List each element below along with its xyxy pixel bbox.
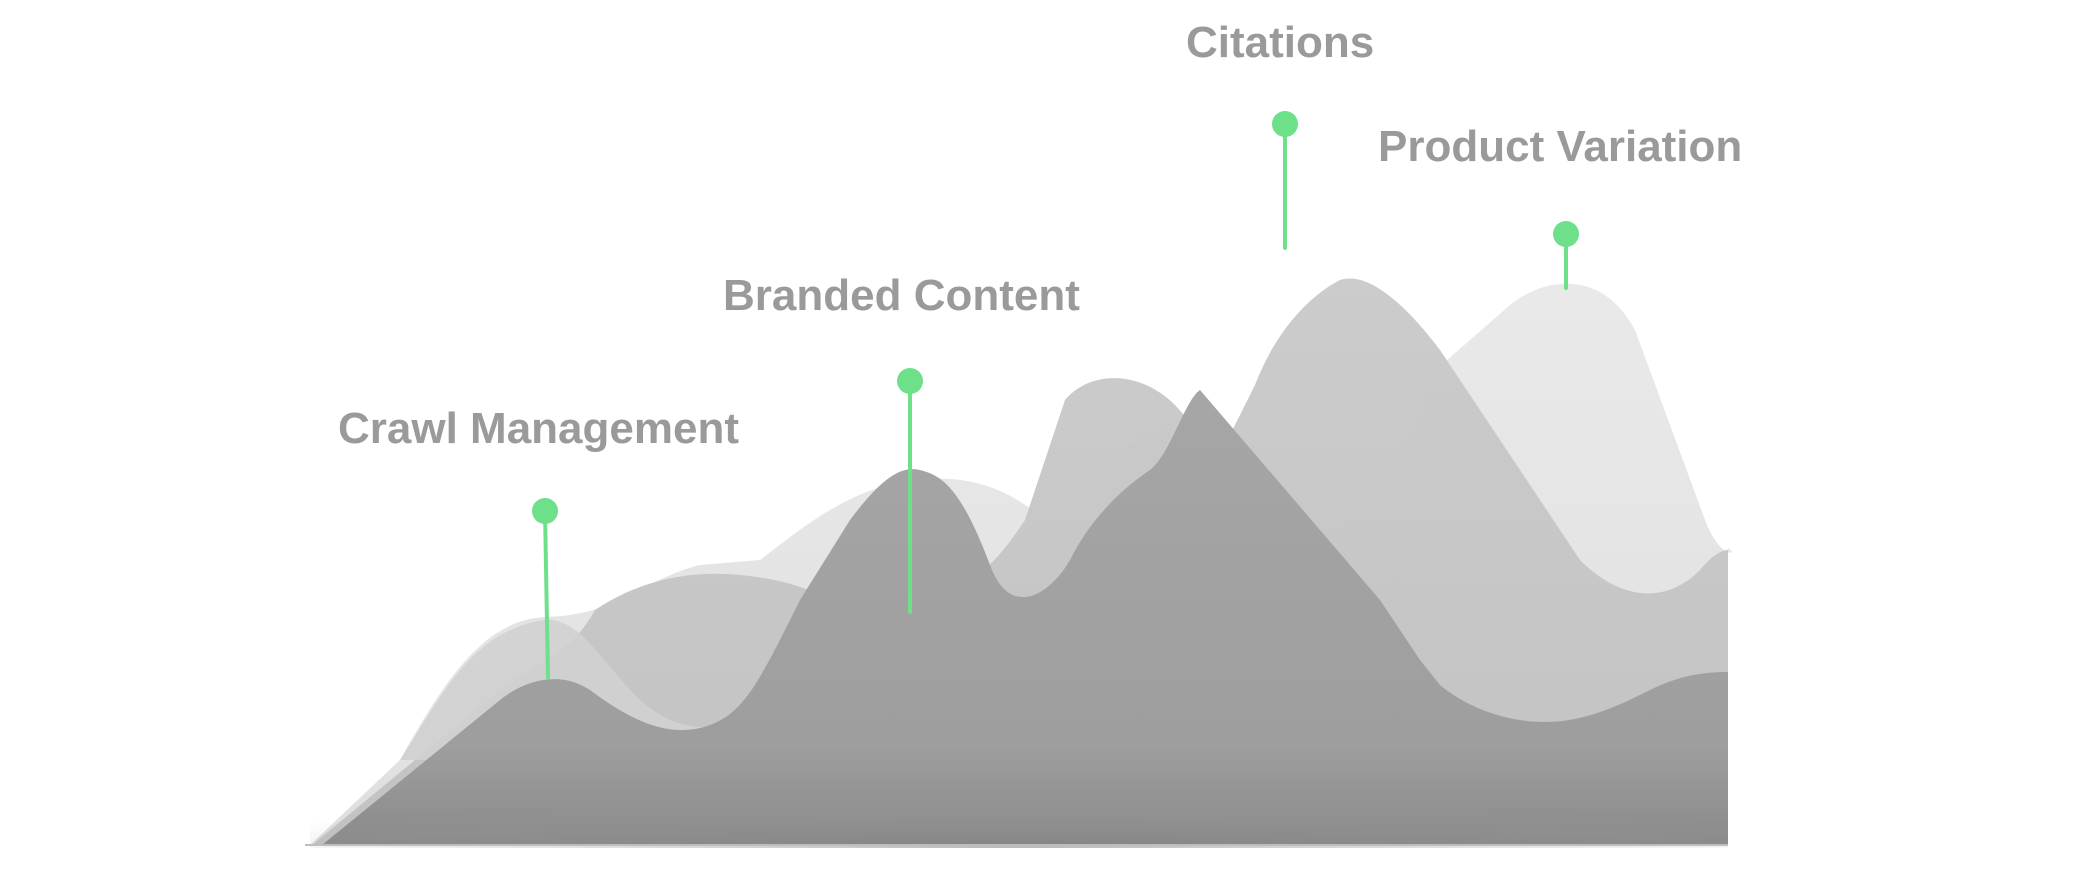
marker-dot	[1553, 221, 1579, 247]
marker-dot	[1272, 111, 1298, 137]
marker-branded-content	[897, 368, 923, 614]
marker-dot	[532, 498, 558, 524]
marker-dot	[897, 368, 923, 394]
label-citations: Citations	[1186, 18, 1374, 67]
label-crawl-management: Crawl Management	[338, 404, 739, 453]
marker-stem	[543, 510, 550, 680]
marker-crawl-management	[532, 498, 558, 680]
marker-citations	[1272, 111, 1298, 250]
label-branded-content: Branded Content	[723, 271, 1080, 320]
label-product-variation: Product Variation	[1378, 122, 1742, 171]
front-mountain-layer	[322, 390, 1728, 845]
marker-product-variation	[1553, 221, 1579, 290]
ground-shadow	[310, 770, 1728, 848]
